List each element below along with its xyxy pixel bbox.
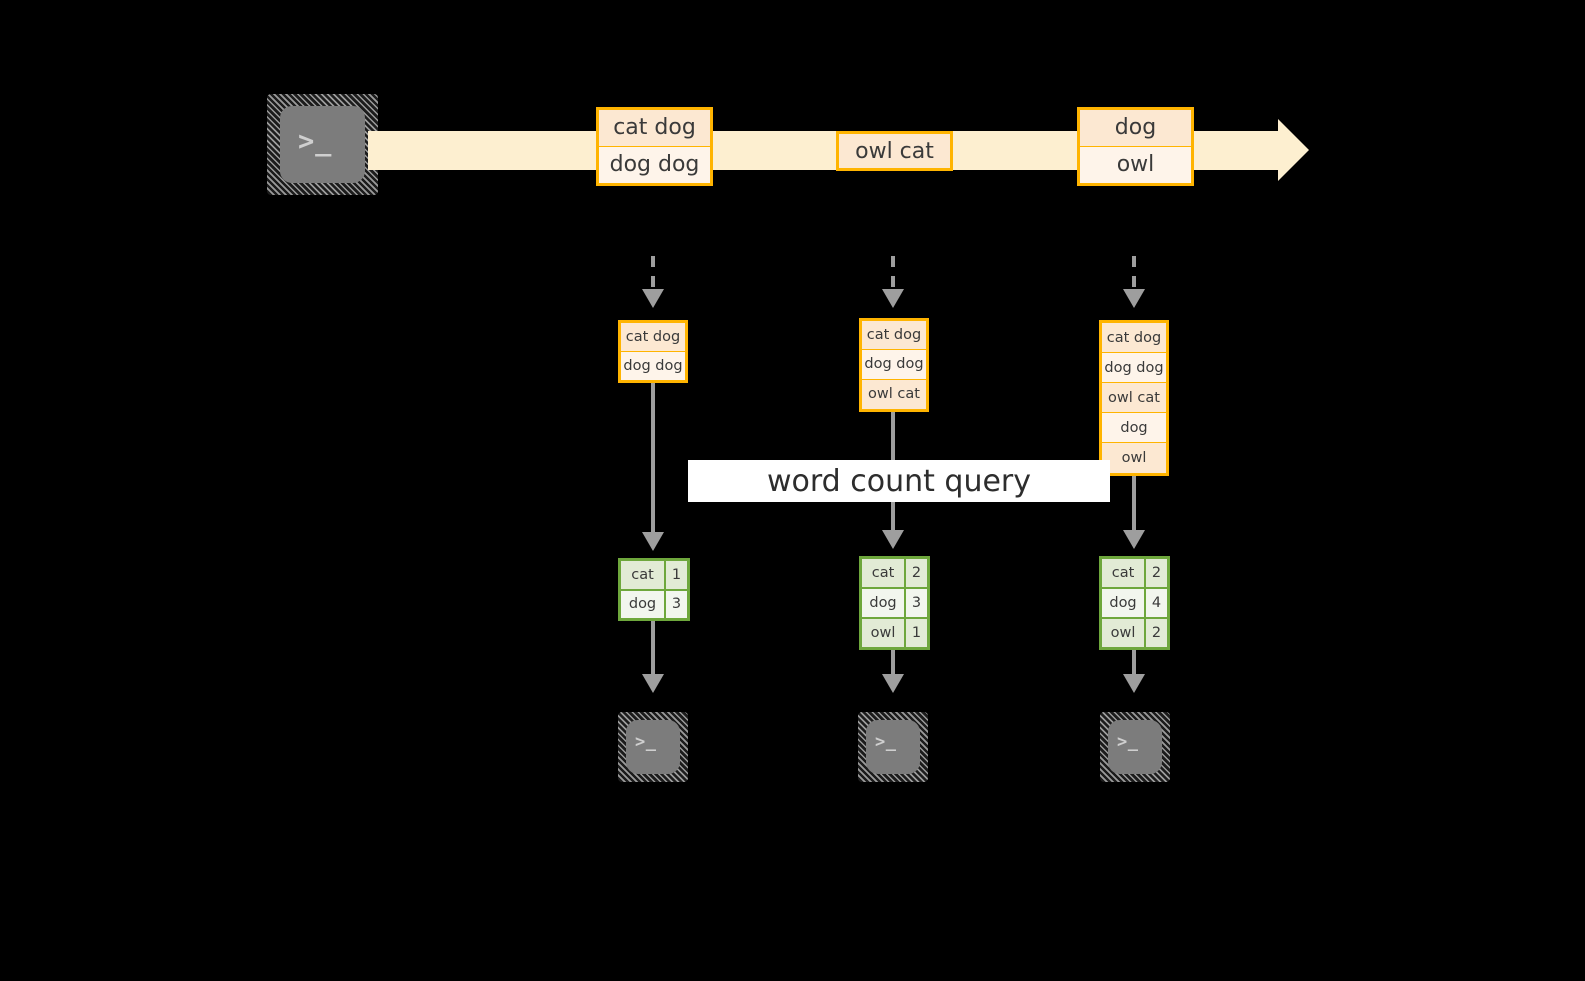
sink-connector-2 [891, 650, 895, 678]
result-count: 3 [666, 590, 687, 618]
result-row: owl 2 [1102, 619, 1167, 647]
stream-record-line: dog [1080, 110, 1191, 147]
stream-arrow-head [1278, 119, 1309, 181]
stream-record-line: cat dog [599, 110, 710, 147]
stream-record-3[interactable]: dog owl [1077, 107, 1194, 186]
result-word: cat [862, 559, 906, 587]
sink-connector-1-arrowhead [642, 674, 664, 693]
stream-record-2[interactable]: owl cat [836, 131, 953, 171]
sink-connector-3 [1132, 650, 1136, 678]
result-count: 3 [906, 589, 927, 617]
result-word: dog [862, 589, 906, 617]
snapshot-2-inbound-arrowhead [882, 289, 904, 308]
snapshot-line: dog dog [621, 351, 685, 380]
result-row: dog 3 [862, 589, 927, 619]
snapshot-line: owl cat [1102, 383, 1166, 413]
snapshot-1[interactable]: cat dog dog dog [618, 320, 688, 383]
terminal-face [1108, 720, 1162, 774]
sink-connector-3-arrowhead [1123, 674, 1145, 693]
result-count: 2 [1146, 559, 1167, 587]
terminal-face [626, 720, 680, 774]
result-word: owl [862, 619, 906, 647]
stream-record-line: owl [1080, 146, 1191, 183]
result-word: cat [621, 561, 666, 589]
query-connector-3 [1132, 476, 1136, 533]
result-row: dog 3 [621, 590, 687, 618]
result-count: 1 [906, 619, 927, 647]
result-count: 2 [906, 559, 927, 587]
result-word: cat [1102, 559, 1146, 587]
terminal-prompt-glyph: >_ [1117, 732, 1139, 752]
snapshot-line: dog dog [862, 350, 926, 380]
terminal-prompt-glyph: >_ [635, 732, 657, 752]
snapshot-line: cat dog [621, 323, 685, 352]
stream-record-line: owl cat [839, 134, 950, 168]
snapshot-line: owl [1102, 443, 1166, 473]
result-row: cat 2 [862, 559, 927, 589]
terminal-prompt-glyph: >_ [875, 732, 897, 752]
source-terminal-icon: >_ [267, 94, 378, 195]
result-count: 2 [1146, 619, 1167, 647]
query-connector-1 [651, 383, 655, 535]
result-table-3[interactable]: cat 2 dog 4 owl 2 [1099, 556, 1170, 650]
sink-terminal-icon-3: >_ [1100, 712, 1170, 782]
snapshot-3[interactable]: cat dog dog dog owl cat dog owl [1099, 320, 1169, 476]
snapshot-line: cat dog [1102, 323, 1166, 353]
snapshot-line: dog dog [1102, 353, 1166, 383]
terminal-prompt-glyph: >_ [298, 126, 333, 157]
snapshot-line: dog [1102, 413, 1166, 443]
result-word: owl [1102, 619, 1146, 647]
snapshot-3-inbound-arrowhead [1123, 289, 1145, 308]
terminal-face [280, 106, 365, 183]
sink-terminal-icon-1: >_ [618, 712, 688, 782]
result-row: owl 1 [862, 619, 927, 647]
sink-connector-1 [651, 621, 655, 677]
result-table-1[interactable]: cat 1 dog 3 [618, 558, 690, 621]
query-label: word count query [688, 460, 1110, 502]
result-table-2[interactable]: cat 2 dog 3 owl 1 [859, 556, 930, 650]
query-connector-2-arrowhead [882, 530, 904, 549]
snapshot-2-inbound-connector [891, 256, 895, 292]
result-word: dog [621, 590, 666, 618]
stream-record-line: dog dog [599, 146, 710, 183]
snapshot-1-inbound-connector [651, 256, 655, 292]
query-connector-3-arrowhead [1123, 530, 1145, 549]
result-count: 4 [1146, 589, 1167, 617]
snapshot-3-inbound-connector [1132, 256, 1136, 292]
result-count: 1 [666, 561, 687, 589]
sink-terminal-icon-2: >_ [858, 712, 928, 782]
query-connector-1-arrowhead [642, 532, 664, 551]
result-row: dog 4 [1102, 589, 1167, 619]
stream-record-1[interactable]: cat dog dog dog [596, 107, 713, 186]
result-row: cat 1 [621, 561, 687, 591]
snapshot-1-inbound-arrowhead [642, 289, 664, 308]
terminal-face [866, 720, 920, 774]
result-row: cat 2 [1102, 559, 1167, 589]
sink-connector-2-arrowhead [882, 674, 904, 693]
snapshot-2[interactable]: cat dog dog dog owl cat [859, 318, 929, 412]
result-word: dog [1102, 589, 1146, 617]
snapshot-line: cat dog [862, 321, 926, 351]
snapshot-line: owl cat [862, 379, 926, 409]
